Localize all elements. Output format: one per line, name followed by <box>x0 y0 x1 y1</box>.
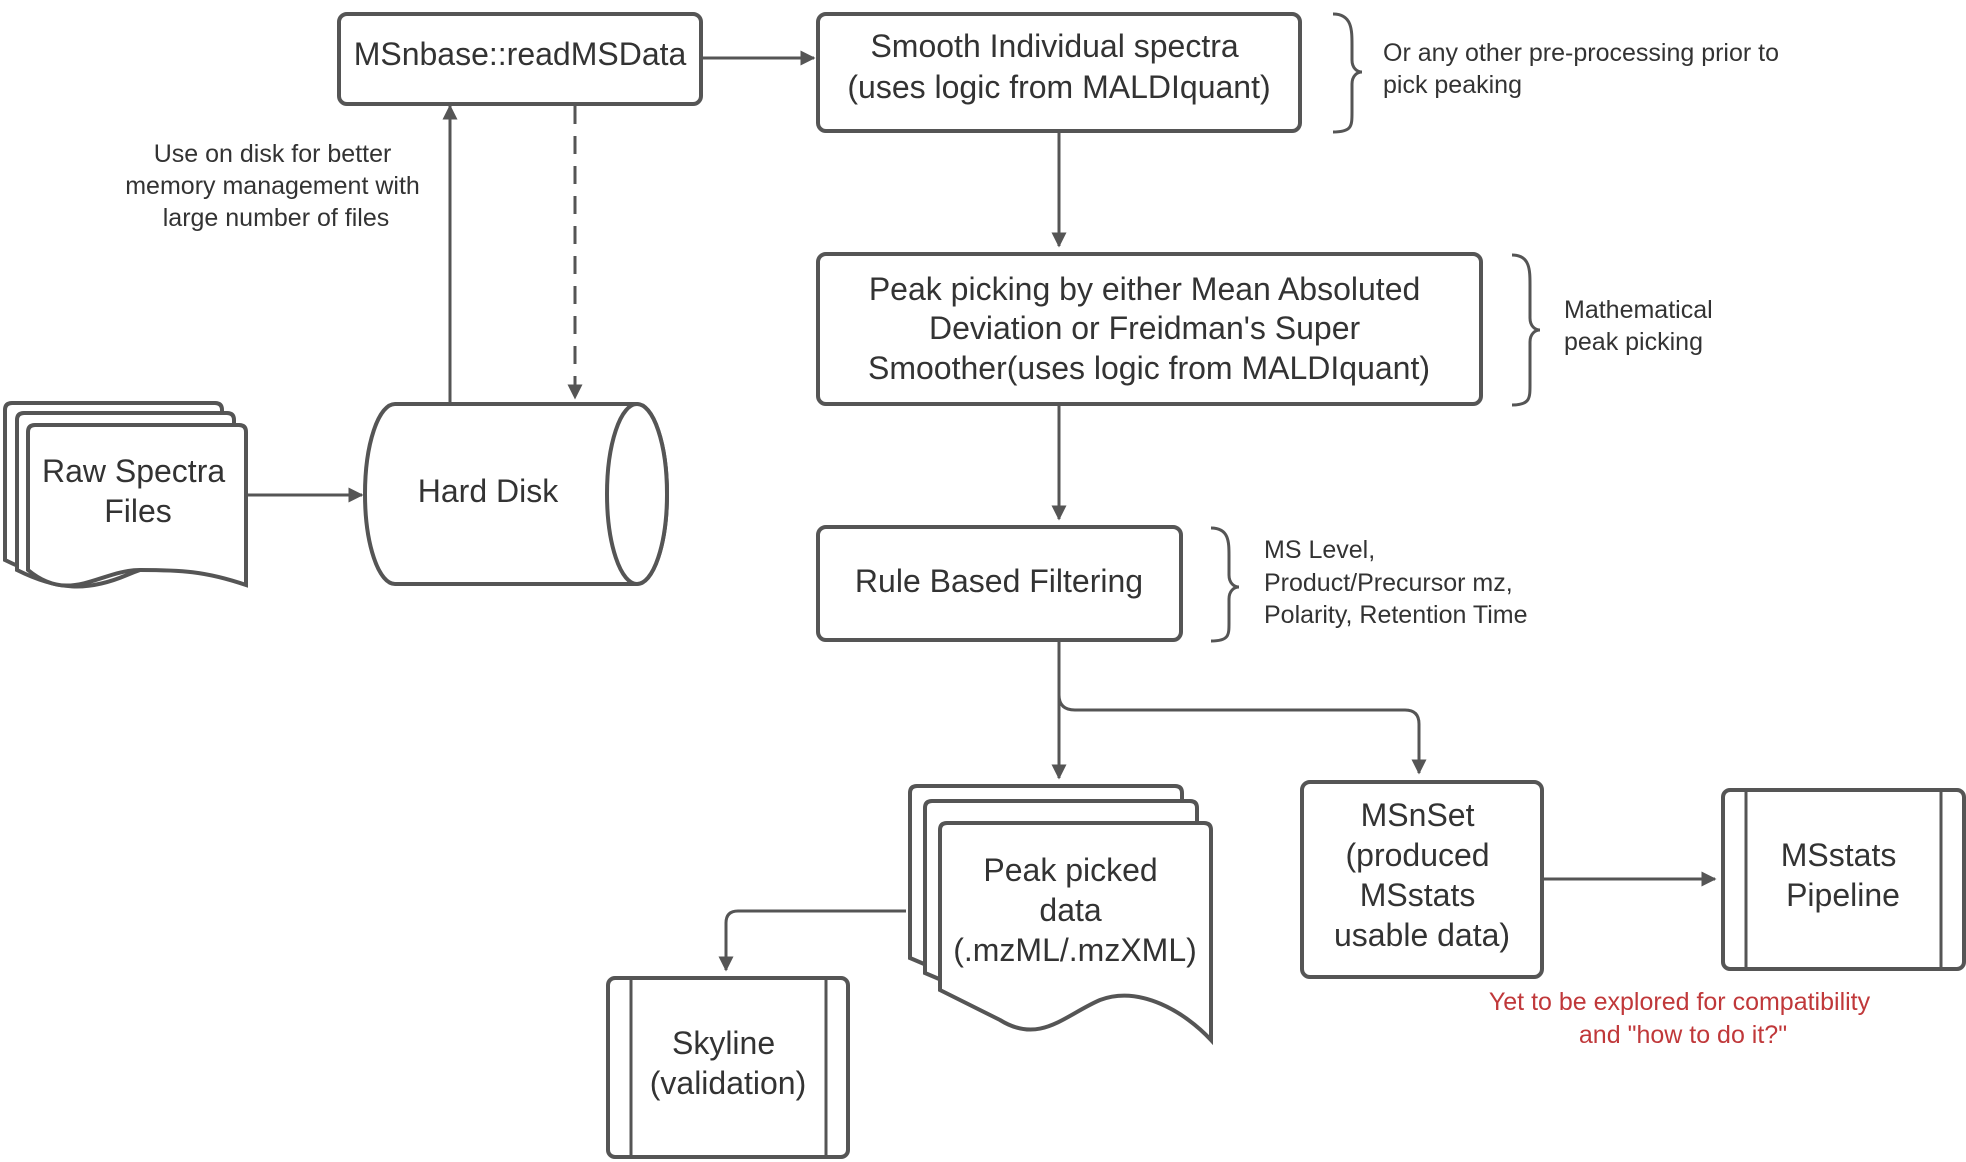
note-mathematical: Mathematical peak picking <box>1564 296 1720 356</box>
node-msstats-pipeline-label: MSstats Pipeline <box>1781 837 1905 913</box>
node-rule-filtering-label: Rule Based Filtering <box>855 563 1143 599</box>
node-read-msdata-label: MSnbase::readMSData <box>354 36 687 72</box>
node-smooth-spectra-label: Smooth Individual spectra (uses logic fr… <box>847 28 1270 105</box>
node-msstats-pipeline: MSstats Pipeline <box>1721 788 1966 971</box>
note-compatibility: Yet to be explored for compatibility and… <box>1489 988 1877 1049</box>
node-peak-picking: Peak picking by either Mean Absoluted De… <box>816 252 1483 406</box>
brace-mathematical <box>1511 253 1541 407</box>
arrow-filter-to-msnset <box>1057 694 1427 775</box>
node-peak-picking-label: Peak picking by either Mean Absoluted De… <box>868 271 1430 386</box>
node-msnset-label: MSnSet (produced MSstats usable data) <box>1334 797 1510 953</box>
node-smooth-spectra: Smooth Individual spectra (uses logic fr… <box>816 12 1302 133</box>
node-hard-disk: Hard Disk <box>363 402 669 586</box>
note-preprocessing: Or any other pre-processing prior to pic… <box>1383 39 1786 99</box>
brace-preprocessing <box>1332 12 1363 134</box>
brace-filters <box>1210 526 1240 643</box>
node-peak-picked-data-label: Peak picked data (.mzML/.mzXML) <box>953 852 1197 968</box>
note-filters: MS Level, Product/Precursor mz, Polarity… <box>1264 536 1528 629</box>
note-on-disk: Use on disk for better memory management… <box>125 140 427 232</box>
connectors <box>247 50 1717 972</box>
node-skyline-label: Skyline (validation) <box>650 1025 807 1101</box>
arrow-peak-data-to-skyline <box>718 909 906 972</box>
node-raw-spectra-files-label: Raw Spectra Files <box>42 453 234 529</box>
node-peak-picked-data: Peak picked data (.mzML/.mzXML) <box>908 784 1213 1046</box>
node-read-msdata: MSnbase::readMSData <box>337 12 703 106</box>
node-skyline: Skyline (validation) <box>606 976 850 1159</box>
node-raw-spectra-files: Raw Spectra Files <box>3 401 248 589</box>
node-hard-disk-label: Hard Disk <box>418 473 559 509</box>
node-msnset: MSnSet (produced MSstats usable data) <box>1300 780 1544 979</box>
node-rule-filtering: Rule Based Filtering <box>816 525 1183 642</box>
